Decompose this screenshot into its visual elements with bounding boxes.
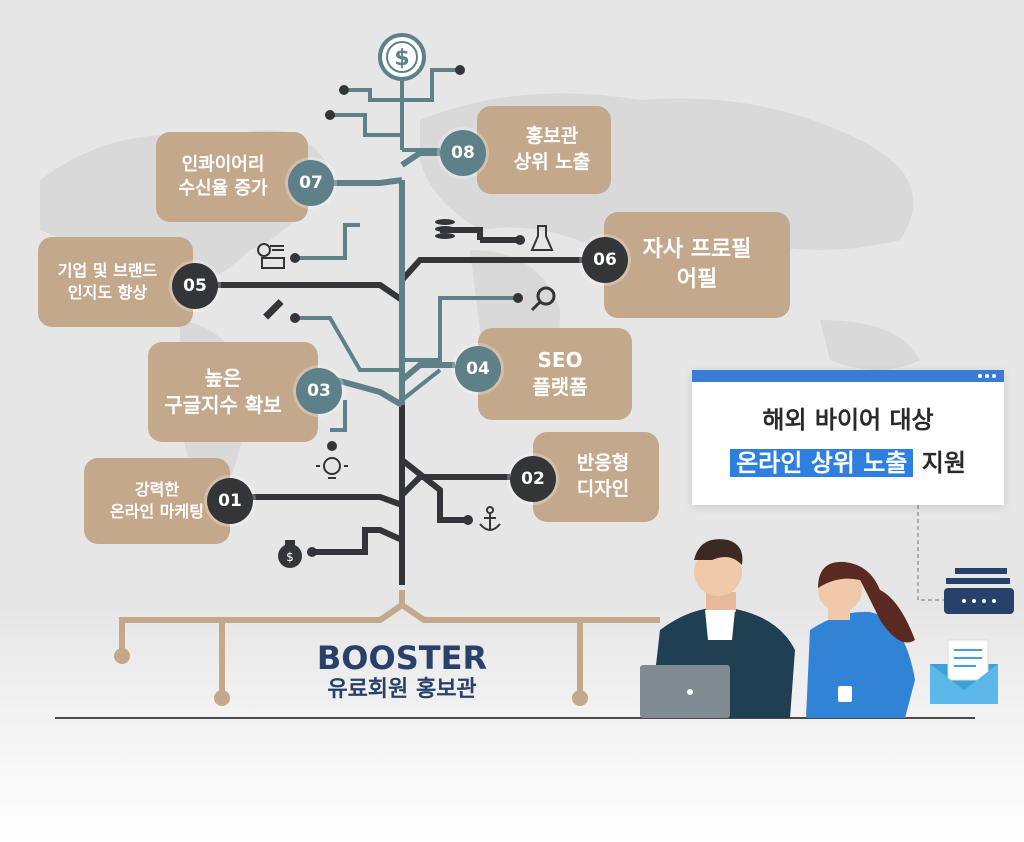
brand-subtitle: 유료회원 홍보관 bbox=[327, 677, 477, 702]
item-box-05: 기업 및 브랜드 인지도 향상 bbox=[38, 237, 193, 327]
callout-titlebar bbox=[692, 370, 1004, 382]
mail-icon bbox=[930, 639, 998, 704]
item-badge-06: 06 bbox=[582, 237, 628, 283]
callout-highlight: 온라인 상위 노출 bbox=[730, 449, 914, 477]
item-box-04: SEO 플랫폼 bbox=[478, 328, 632, 420]
item-box-07: 인콰이어리 수신율 증가 bbox=[156, 132, 308, 222]
callout-suffix: 지원 bbox=[921, 449, 966, 477]
twig-ends bbox=[290, 65, 523, 451]
item-badge-01: 01 bbox=[207, 478, 253, 524]
svg-text:$: $ bbox=[286, 550, 294, 564]
database-icon bbox=[435, 219, 455, 239]
woman-figure bbox=[806, 561, 915, 718]
man-figure bbox=[650, 539, 795, 718]
item-box-01: 강력한 온라인 마케팅 bbox=[84, 458, 230, 544]
item-06-line2: 어필 bbox=[676, 267, 718, 292]
money-bag-icon: $ bbox=[278, 540, 302, 568]
item-box-02: 반응형 디자인 bbox=[533, 432, 659, 522]
item-02-line2: 디자인 bbox=[576, 478, 630, 500]
teal-branches bbox=[330, 150, 455, 408]
item-03-line1: 높은 bbox=[204, 366, 242, 390]
branch-ends bbox=[307, 235, 525, 557]
item-07-line1: 인콰이어리 bbox=[181, 153, 265, 175]
flask-icon bbox=[530, 225, 554, 251]
callout-line2: 온라인 상위 노출 지원 bbox=[692, 443, 1004, 478]
item-05-line2: 인지도 향상 bbox=[67, 283, 148, 302]
item-box-06: 자사 프로필 어필 bbox=[604, 212, 790, 318]
chart-icon bbox=[257, 243, 285, 269]
item-badge-08: 08 bbox=[440, 130, 486, 176]
svg-text:$: $ bbox=[394, 46, 409, 71]
item-badge-05: 05 bbox=[172, 263, 218, 309]
item-03-line2: 구글지수 확보 bbox=[164, 393, 282, 417]
item-07-line2: 수신율 증가 bbox=[178, 178, 268, 199]
item-05-line1: 기업 및 브랜드 bbox=[57, 261, 158, 281]
brand-block: BOOSTER 유료회원 홍보관 bbox=[272, 640, 532, 704]
item-badge-04: 04 bbox=[455, 346, 501, 392]
item-04-line2: 플랫폼 bbox=[532, 375, 588, 399]
printer-icon bbox=[944, 568, 1014, 614]
roots bbox=[119, 590, 660, 695]
item-badge-03: 03 bbox=[296, 368, 342, 414]
dollar-coin-icon: $ bbox=[378, 33, 426, 81]
item-06-line1: 자사 프로필 bbox=[642, 237, 752, 263]
item-01-line1: 강력한 bbox=[134, 480, 180, 500]
item-box-03: 높은 구글지수 확보 bbox=[148, 342, 318, 442]
root-ends bbox=[114, 648, 588, 706]
item-08-line2: 상위 노출 bbox=[513, 151, 591, 173]
item-08-line1: 홍보관 bbox=[525, 125, 579, 148]
item-04-line1: SEO bbox=[537, 348, 583, 372]
laptop bbox=[640, 665, 730, 718]
callout-line1: 해외 바이어 대상 bbox=[762, 406, 934, 434]
brand-title: BOOSTER bbox=[316, 639, 488, 677]
callout-window: 해외 바이어 대상 온라인 상위 노출 지원 bbox=[692, 370, 1004, 505]
anchor-icon bbox=[479, 506, 501, 531]
lightbulb-icon bbox=[316, 457, 348, 479]
callout-connector bbox=[917, 505, 945, 601]
magnifier-icon bbox=[530, 286, 556, 312]
pencil-icon bbox=[263, 299, 284, 320]
item-badge-07: 07 bbox=[288, 160, 334, 206]
item-box-08: 홍보관 상위 노출 bbox=[477, 106, 611, 194]
item-badge-02: 02 bbox=[510, 456, 556, 502]
item-02-line1: 반응형 bbox=[576, 452, 630, 475]
item-01-line2: 온라인 마케팅 bbox=[110, 502, 204, 521]
